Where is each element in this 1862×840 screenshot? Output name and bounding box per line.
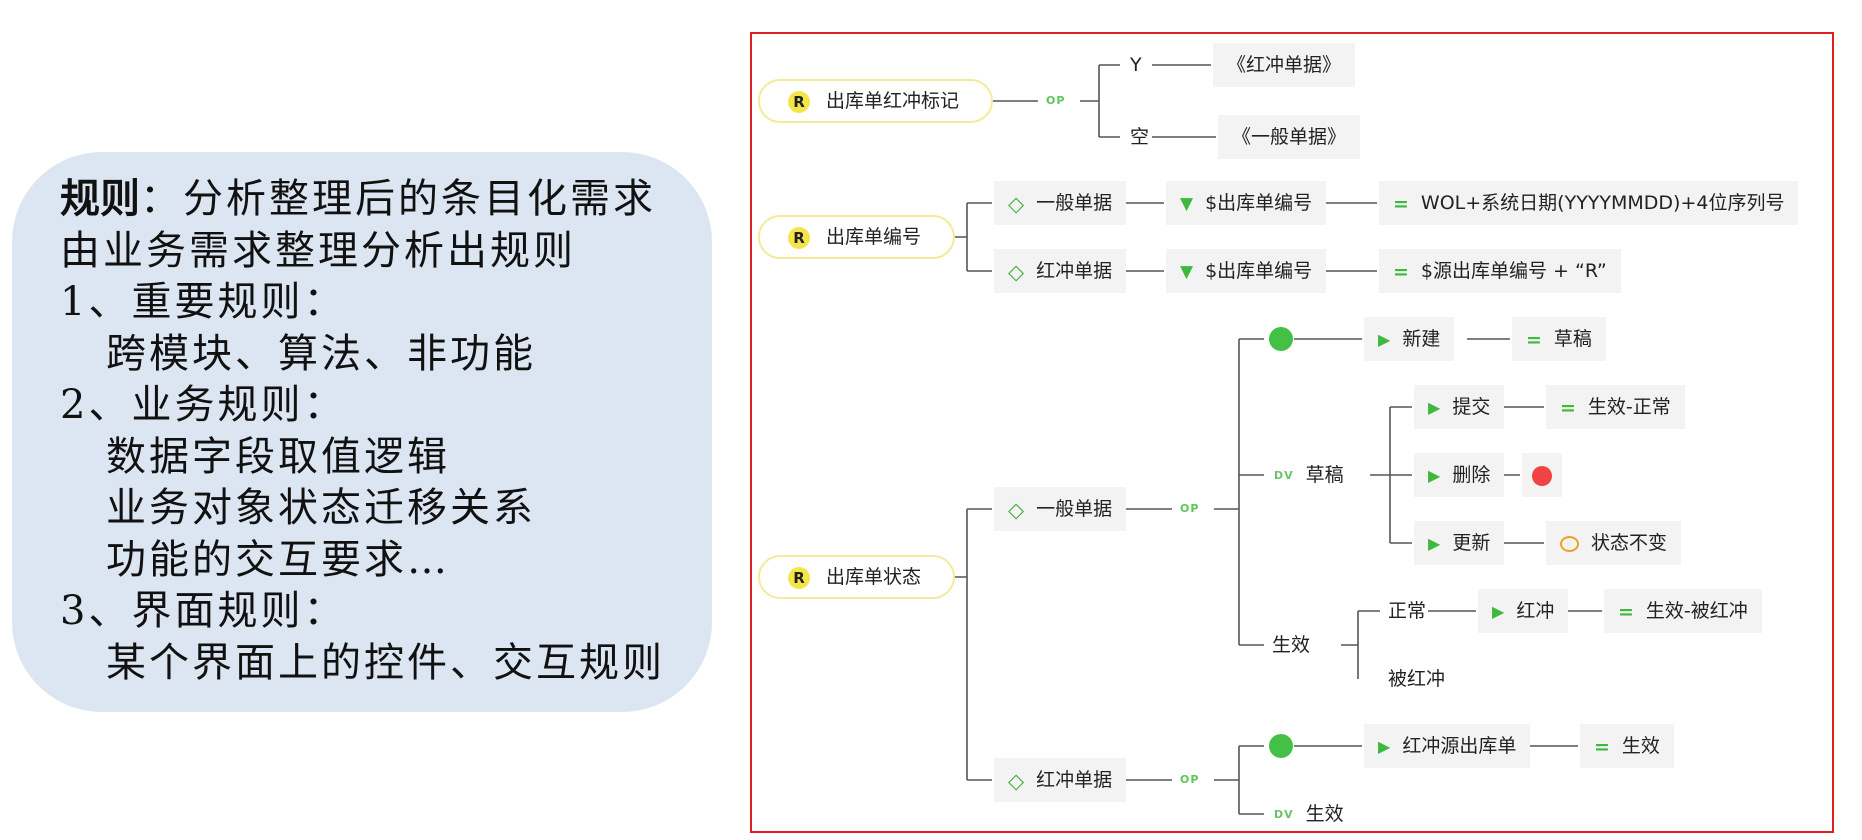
op-marker-icon: OP	[1180, 502, 1200, 515]
equals-icon: =	[1393, 260, 1409, 283]
equals-icon: =	[1618, 600, 1634, 623]
green-circle-icon	[1269, 734, 1293, 758]
section-business-item: 功能的交互要求…	[106, 536, 450, 583]
dv-marker-icon: DV	[1274, 807, 1294, 821]
field-node[interactable]: ▼$出库单编号	[1166, 249, 1327, 293]
op-marker-icon: OP	[1180, 773, 1200, 786]
rules-keyword: 规则	[60, 176, 140, 222]
equals-icon: =	[1526, 328, 1542, 351]
dv-marker-icon: DV	[1274, 468, 1294, 482]
rule-badge-icon: R	[788, 566, 810, 589]
action-node[interactable]: ▶提交	[1414, 385, 1505, 429]
red-circle-icon	[1532, 465, 1552, 486]
section-business-item: 数据字段取值逻辑	[106, 433, 450, 480]
play-icon: ▶	[1428, 397, 1441, 417]
speech-bubble-icon	[1560, 535, 1579, 552]
result-node[interactable]: =草稿	[1512, 317, 1606, 361]
field-node[interactable]: ▼$出库单编号	[1166, 181, 1327, 225]
action-node[interactable]: ▶红冲	[1478, 589, 1569, 633]
section-business-title: 2、业务规则：	[60, 382, 347, 428]
condition-node-normal[interactable]: ◇一般单据	[994, 181, 1127, 225]
equals-icon: =	[1560, 396, 1576, 419]
op-marker-icon: OP	[1046, 94, 1066, 107]
play-icon: ▶	[1428, 533, 1441, 553]
value-node[interactable]: 《红冲单据》	[1213, 43, 1356, 87]
result-node[interactable]: =生效-正常	[1546, 385, 1685, 429]
option-node[interactable]: 空	[1130, 126, 1150, 148]
substate-node[interactable]: 正常	[1388, 600, 1427, 622]
value-node[interactable]: 《一般单据》	[1218, 115, 1361, 159]
rules-card: 规则：分析整理后的条目化需求 由业务需求整理分析出规则 1、重要规则： 跨模块、…	[12, 152, 712, 712]
action-node[interactable]: ▶更新	[1414, 521, 1505, 565]
section-important-item: 跨模块、算法、非功能	[106, 330, 536, 377]
section-ui-item: 某个界面上的控件、交互规则	[106, 639, 665, 686]
action-node[interactable]: ▶新建	[1364, 317, 1455, 361]
triangle-down-icon: ▼	[1180, 261, 1194, 282]
rule-badge-icon: R	[788, 90, 810, 113]
result-node[interactable]: =生效-被红冲	[1604, 589, 1762, 633]
rule-badge-icon: R	[788, 226, 810, 249]
effective-state-node[interactable]: 生效	[1272, 634, 1311, 656]
play-icon: ▶	[1378, 736, 1391, 756]
play-icon: ▶	[1492, 601, 1505, 621]
play-icon: ▶	[1428, 465, 1441, 485]
substate-node[interactable]: 被红冲	[1388, 668, 1446, 690]
result-node[interactable]	[1522, 453, 1562, 497]
equals-icon: =	[1594, 735, 1610, 758]
section-ui-title: 3、界面规则：	[60, 588, 347, 634]
rules-title: 规则：分析整理后的条目化需求	[60, 176, 656, 222]
option-node[interactable]: Y	[1130, 54, 1142, 76]
condition-node-normal[interactable]: ◇一般单据	[994, 487, 1127, 531]
condition-node-reversal[interactable]: ◇红冲单据	[994, 249, 1127, 293]
triangle-down-icon: ▼	[1180, 193, 1194, 214]
equals-icon: =	[1393, 192, 1409, 215]
condition-node-reversal[interactable]: ◇红冲单据	[994, 758, 1127, 802]
diamond-icon: ◇	[1008, 191, 1025, 216]
green-circle-icon	[1269, 327, 1293, 351]
diamond-icon: ◇	[1008, 768, 1025, 793]
connector-lines	[947, 64, 1602, 815]
action-node[interactable]: ▶删除	[1414, 453, 1505, 497]
play-icon: ▶	[1378, 329, 1391, 349]
result-node[interactable]: =生效	[1580, 724, 1674, 768]
value-node[interactable]: =WOL+系统日期(YYYYMMDD)+4位序列号	[1379, 181, 1799, 225]
section-important-title: 1、重要规则：	[60, 279, 347, 325]
section-business-item: 业务对象状态迁移关系	[106, 485, 536, 531]
diamond-icon: ◇	[1008, 259, 1025, 284]
rules-subtitle: 由业务需求整理分析出规则	[60, 227, 576, 274]
action-node[interactable]: ▶红冲源出库单	[1364, 724, 1531, 768]
result-node[interactable]: 状态不变	[1546, 521, 1682, 565]
diamond-icon: ◇	[1008, 497, 1025, 522]
value-node[interactable]: =$源出库单编号 + “R”	[1379, 249, 1621, 293]
